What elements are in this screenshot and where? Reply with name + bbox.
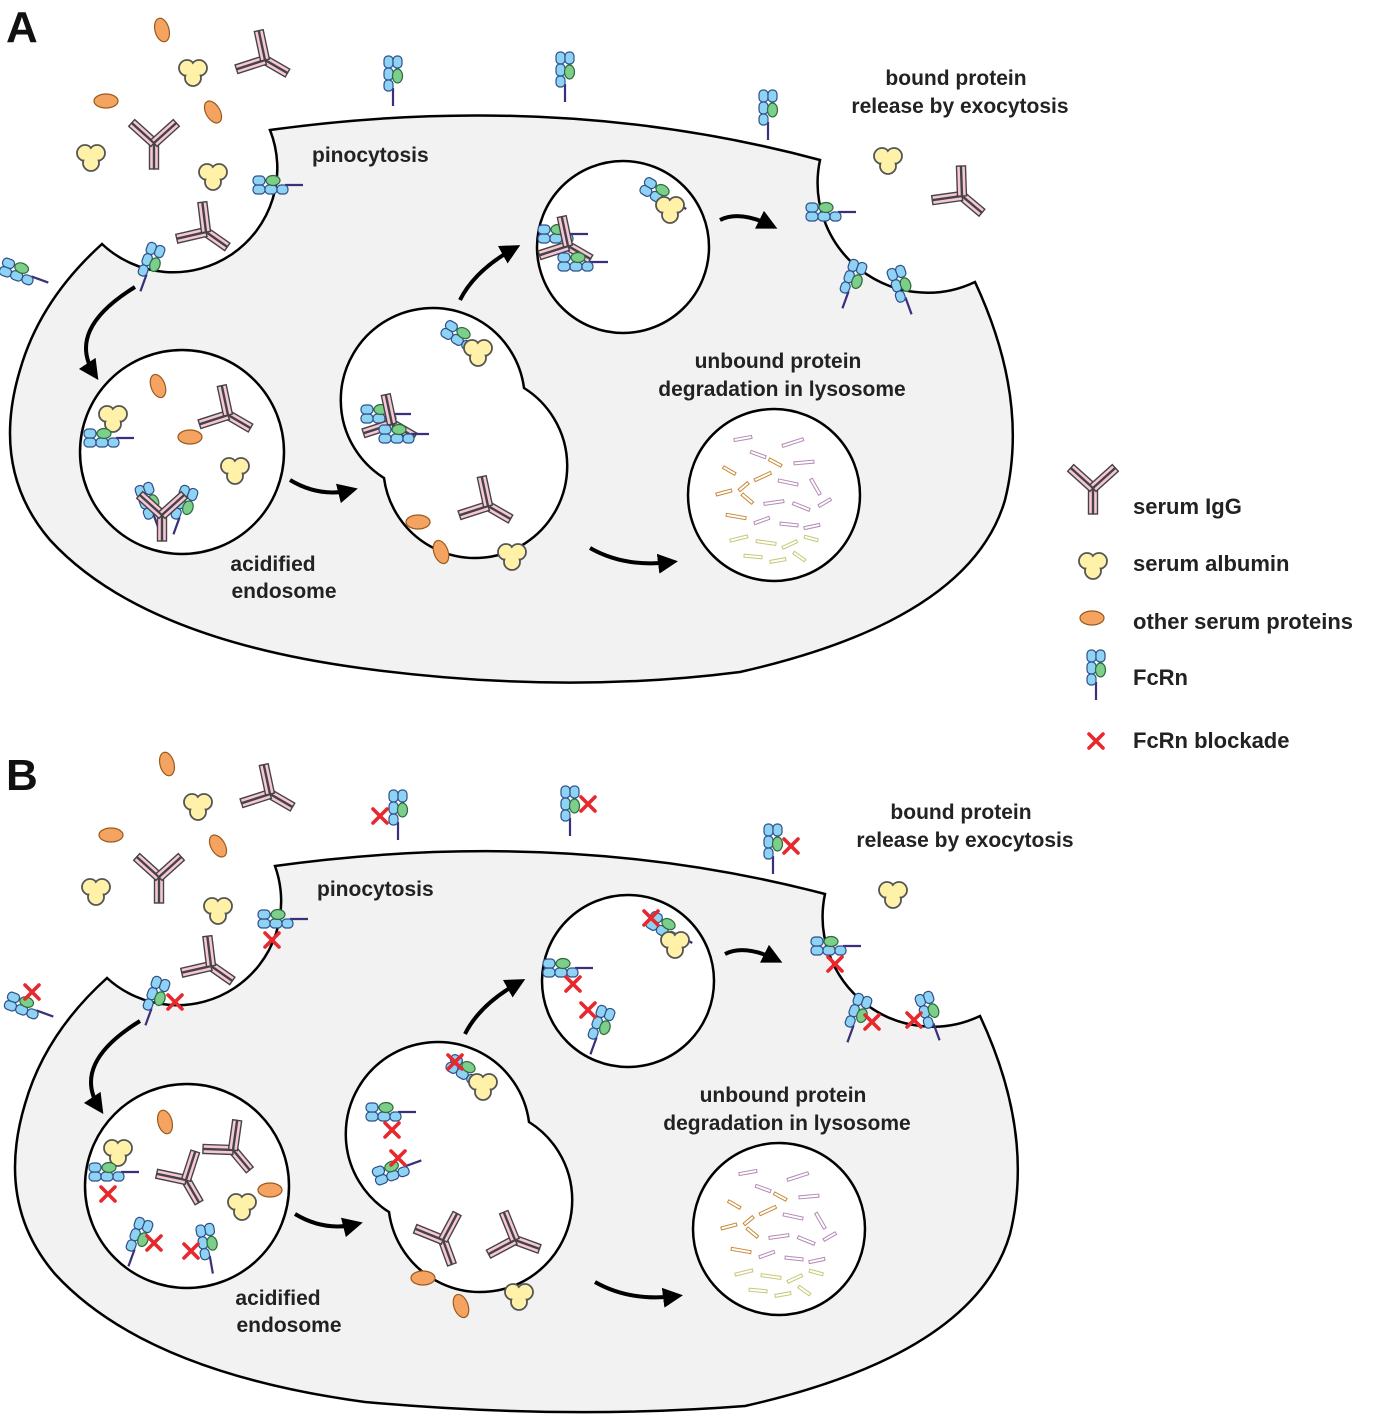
albumin-icon: [178, 59, 208, 87]
serum-protein-icon: [93, 93, 119, 109]
endosome-label-a-1: acidified: [230, 553, 315, 576]
serum-protein-icon: [1079, 610, 1105, 626]
fcrn-icon: [804, 201, 858, 223]
endosome-a: [78, 348, 286, 556]
degradation-label-a-1: unbound protein: [695, 350, 862, 373]
albumin-icon: [1078, 552, 1108, 580]
legend-label-fcrn: FcRn: [1133, 665, 1188, 690]
arrow-to-lysosome-a: [589, 546, 678, 574]
igg-icon: [927, 160, 999, 233]
degradation-label-a-2: degradation in lysosome: [658, 378, 905, 401]
blockade-icon: [579, 795, 597, 813]
degradation-label-b-1: unbound protein: [700, 1084, 867, 1107]
serum-protein-icon: [257, 1182, 283, 1198]
exocytosis-label-a-2: release by exocytosis: [851, 95, 1068, 118]
arrow-to-sorting-a: [288, 478, 358, 504]
legend-label-other: other serum proteins: [1133, 609, 1353, 634]
fcrn-icon: [0, 255, 53, 293]
serum-protein-icon: [156, 749, 178, 779]
legend-item-other: other serum proteins: [1079, 609, 1353, 634]
igg-icon: [127, 118, 181, 170]
serum-protein-icon: [177, 429, 203, 445]
panel-a: A pinocytosis bound protein release by e…: [0, 3, 1069, 684]
blockade-icon: [23, 983, 41, 1001]
serum-protein-icon: [98, 827, 124, 843]
igg-icon: [231, 25, 301, 96]
panel-b: B pinocytosis bound protein release by e…: [2, 749, 1074, 1414]
serum-protein-icon: [405, 514, 431, 530]
exocytosis-label-a-1: bound protein: [885, 67, 1026, 90]
arrow-to-surface-b: [724, 944, 783, 963]
fcrn-icon: [809, 935, 863, 957]
sorting-endosome-a: [339, 306, 569, 560]
arrow-to-recycling-b: [463, 979, 526, 1035]
albumin-icon: [878, 881, 908, 909]
exocytosis-label-b-1: bound protein: [890, 801, 1031, 824]
blockade-icon: [371, 807, 389, 825]
serum-protein-icon: [151, 15, 173, 45]
exocytosis-label-b-2: release by exocytosis: [856, 829, 1073, 852]
arrow-to-surface-a: [719, 210, 778, 229]
legend-label-blockade: FcRn blockade: [1133, 728, 1289, 753]
serum-protein-icon: [200, 97, 226, 127]
fcrn-icon: [559, 784, 581, 838]
albumin-icon: [183, 793, 213, 821]
albumin-icon: [203, 897, 233, 925]
blockade-icon: [782, 837, 800, 855]
albumin-icon: [76, 144, 106, 172]
degradation-label-b-2: degradation in lysosome: [663, 1112, 910, 1135]
fcrn-icon: [1085, 648, 1107, 702]
igg-icon: [132, 852, 186, 904]
fcrn-icon: [387, 788, 409, 842]
albumin-icon: [81, 878, 111, 906]
albumin-icon: [873, 147, 903, 175]
legend-label-albumin: serum albumin: [1133, 551, 1289, 576]
legend-item-fcrn: FcRn: [1085, 648, 1188, 702]
legend-item-blockade: FcRn blockade: [1087, 728, 1289, 753]
blockade-icon: [1087, 732, 1105, 750]
endosome-label-a-2: endosome: [231, 580, 336, 603]
legend: serum IgG serum albumin other serum prot…: [1066, 463, 1353, 753]
legend-label-igg: serum IgG: [1133, 494, 1242, 519]
legend-item-albumin: serum albumin: [1078, 551, 1289, 580]
endosome-label-b-1: acidified: [235, 1287, 320, 1310]
arrow-to-recycling-a: [458, 245, 521, 301]
arrow-internalize-b: [83, 1019, 142, 1114]
arrow-to-sorting-b: [293, 1212, 363, 1238]
fcrn-icon: [757, 88, 779, 142]
arrow-internalize-a: [78, 285, 137, 380]
panel-letter-b: B: [6, 751, 38, 800]
serum-protein-icon: [410, 1270, 436, 1286]
fcrn-icon: [382, 54, 404, 108]
albumin-icon: [198, 163, 228, 191]
endosome-label-b-2: endosome: [236, 1314, 341, 1337]
igg-icon: [236, 759, 306, 830]
arrow-to-lysosome-b: [594, 1280, 683, 1308]
panel-letter-a: A: [6, 3, 38, 52]
fcrn-icon: [762, 822, 784, 876]
pinocytosis-label-b: pinocytosis: [317, 878, 434, 901]
legend-item-igg: serum IgG: [1066, 463, 1242, 519]
lysosome-a: [686, 407, 862, 583]
fcrn-icon: [554, 50, 576, 104]
lysosome-b: [691, 1141, 867, 1317]
serum-protein-icon: [205, 831, 231, 861]
pinocytosis-label-a: pinocytosis: [312, 144, 429, 167]
igg-icon: [1066, 463, 1120, 515]
